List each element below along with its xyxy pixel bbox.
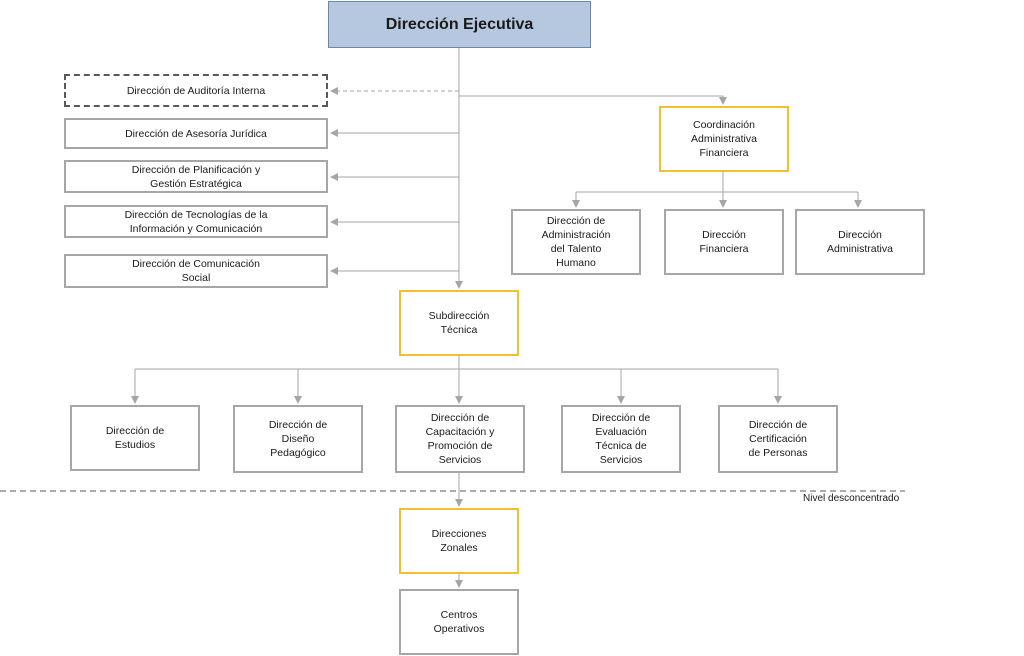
certificacion-label: Dirección de Certificación de Personas: [748, 419, 808, 459]
direccion-ejecutiva-label: Dirección Ejecutiva: [385, 15, 534, 33]
financiera-label: Dirección Financiera: [699, 229, 749, 255]
administrativa-label: Dirección Administrativa: [827, 229, 893, 255]
nivel-desconcentrado-label: Nivel desconcentrado: [803, 493, 900, 504]
talento-humano-box: Dirección de Administración del Talento …: [511, 209, 641, 275]
capacitacion-box: Dirección de Capacitación y Promoción de…: [395, 405, 525, 473]
evaluacion-box: Dirección de Evaluación Técnica de Servi…: [561, 405, 681, 473]
diseno-pedagogico-box: Dirección de Diseño Pedagógico: [233, 405, 363, 473]
estudios-box: Dirección de Estudios: [70, 405, 200, 471]
subdireccion-tecnica-label: Subdirección Técnica: [428, 310, 490, 336]
estudios-label: Dirección de Estudios: [105, 425, 165, 451]
diseno-pedagogico-label: Dirección de Diseño Pedagógico: [268, 419, 328, 459]
auditoria-interna-box: Dirección de Auditoría Interna: [64, 74, 328, 107]
capacitacion-label: Dirección de Capacitación y Promoción de…: [425, 412, 495, 466]
coordinacion-box: Coordinación Administrativa Financiera: [659, 106, 789, 172]
coordinacion-label: Coordinación Administrativa Financiera: [691, 119, 757, 159]
direcciones-zonales-box: Direcciones Zonales: [399, 508, 519, 574]
subdireccion-tecnica-box: Subdirección Técnica: [399, 290, 519, 356]
planificacion-box: Dirección de Planificación y Gestión Est…: [64, 160, 328, 193]
tecnologias-box: Dirección de Tecnologías de la Informaci…: [64, 205, 328, 238]
direcciones-zonales-label: Direcciones Zonales: [431, 528, 487, 554]
financiera-box: Dirección Financiera: [664, 209, 784, 275]
centros-operativos-label: Centros Operativos: [433, 609, 485, 635]
direccion-ejecutiva-box: Dirección Ejecutiva: [328, 1, 591, 48]
talento-humano-label: Dirección de Administración del Talento …: [541, 215, 611, 269]
centros-operativos-box: Centros Operativos: [399, 589, 519, 655]
administrativa-box: Dirección Administrativa: [795, 209, 925, 275]
planificacion-label: Dirección de Planificación y Gestión Est…: [131, 163, 261, 190]
asesoria-juridica-box: Dirección de Asesoría Jurídica: [64, 118, 328, 149]
auditoria-interna-label: Dirección de Auditoría Interna: [126, 84, 266, 97]
asesoria-juridica-label: Dirección de Asesoría Jurídica: [125, 127, 267, 140]
tecnologias-label: Dirección de Tecnologías de la Informaci…: [124, 208, 268, 235]
comunicacion-social-label: Dirección de Comunicación Social: [132, 258, 260, 284]
comunicacion-social-box: Dirección de Comunicación Social: [64, 254, 328, 288]
certificacion-box: Dirección de Certificación de Personas: [718, 405, 838, 473]
evaluacion-label: Dirección de Evaluación Técnica de Servi…: [591, 412, 651, 466]
